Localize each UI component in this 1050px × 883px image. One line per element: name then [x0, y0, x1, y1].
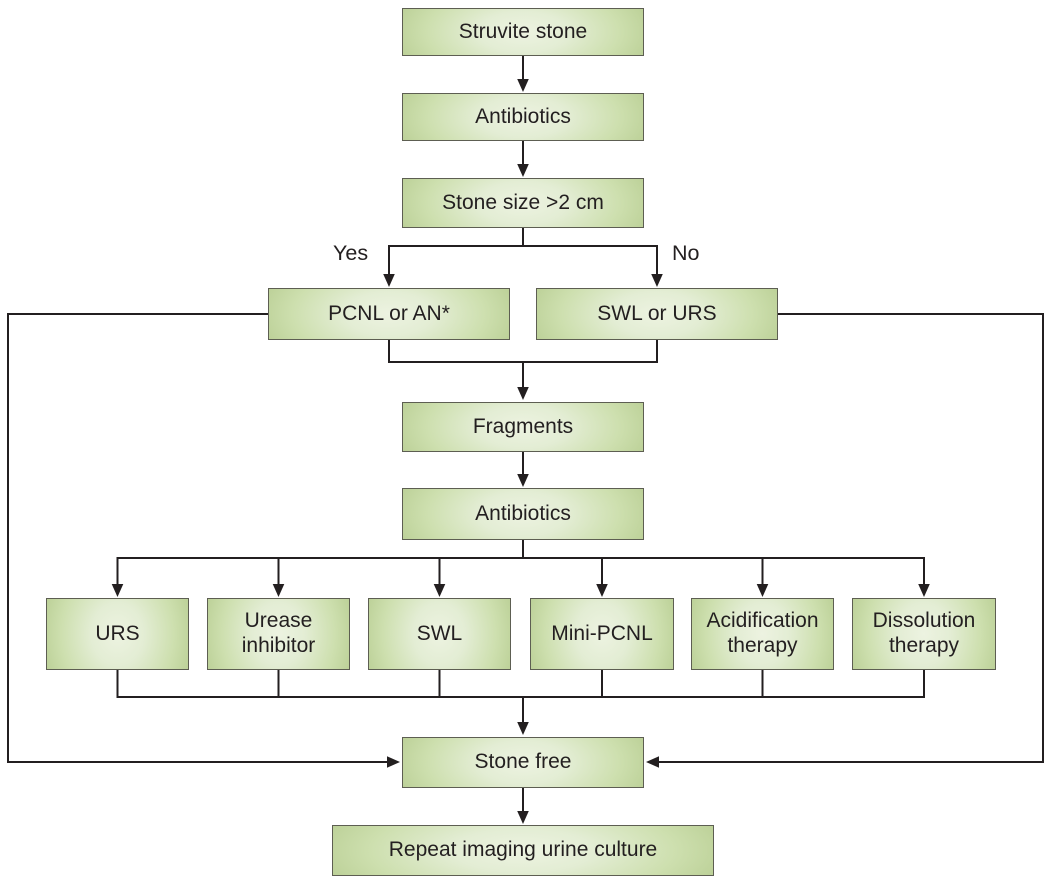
node-antibiotics-2-label: Antibiotics	[475, 501, 571, 525]
arrow-stonefree-to-repeat	[517, 788, 529, 824]
node-swl: SWL	[368, 598, 511, 670]
branch-label-yes: Yes	[333, 241, 369, 265]
node-repeat-imaging-label: Repeat imaging urine culture	[388, 838, 658, 862]
connector-six-way-join	[116, 670, 925, 735]
node-dissolution-therapy: Dissolution therapy	[852, 598, 996, 670]
node-struvite-stone: Struvite stone	[402, 8, 644, 56]
node-antibiotics-2: Antibiotics	[402, 488, 644, 540]
node-pcnl-an-label: PCNL or AN*	[328, 301, 450, 325]
node-swl-urs: SWL or URS	[536, 288, 778, 340]
node-stone-size-label: Stone size >2 cm	[442, 190, 604, 214]
node-mini-pcnl-label: Mini-PCNL	[551, 621, 653, 645]
node-stone-free-label: Stone free	[474, 750, 572, 774]
node-fragments-label: Fragments	[472, 414, 574, 438]
node-acidification-therapy-label: Acidification therapy	[706, 609, 819, 657]
node-urs-label: URS	[95, 621, 140, 645]
node-repeat-imaging: Repeat imaging urine culture	[332, 825, 714, 876]
node-mini-pcnl: Mini-PCNL	[530, 598, 674, 670]
connector-six-way-split	[111, 540, 930, 597]
node-swl-label: SWL	[416, 621, 463, 645]
node-stone-size: Stone size >2 cm	[402, 178, 644, 228]
connector-join-to-fragments	[388, 340, 658, 400]
connector-yesno-split	[383, 228, 663, 287]
node-antibiotics-1: Antibiotics	[402, 93, 644, 141]
node-urease-inhibitor: Urease inhibitor	[207, 598, 350, 670]
node-urease-inhibitor-label: Urease inhibitor	[241, 609, 316, 657]
node-pcnl-an: PCNL or AN*	[268, 288, 510, 340]
connector-pcnl-loop-to-stonefree	[7, 313, 400, 768]
node-swl-urs-label: SWL or URS	[597, 301, 717, 325]
node-urs: URS	[46, 598, 189, 670]
node-struvite-stone-label: Struvite stone	[458, 19, 588, 43]
node-dissolution-therapy-label: Dissolution therapy	[872, 609, 976, 657]
arrow-fragments-to-antibiotics	[517, 452, 529, 487]
node-antibiotics-1-label: Antibiotics	[475, 104, 571, 128]
node-fragments: Fragments	[402, 402, 644, 452]
branch-label-no: No	[672, 241, 700, 265]
arrow-antibiotics-to-stonesize	[517, 141, 529, 177]
arrow-struvite-to-antibiotics	[517, 56, 529, 92]
node-acidification-therapy: Acidification therapy	[691, 598, 834, 670]
node-stone-free: Stone free	[402, 737, 644, 788]
connector-swlurs-loop-to-stonefree	[646, 313, 1044, 768]
